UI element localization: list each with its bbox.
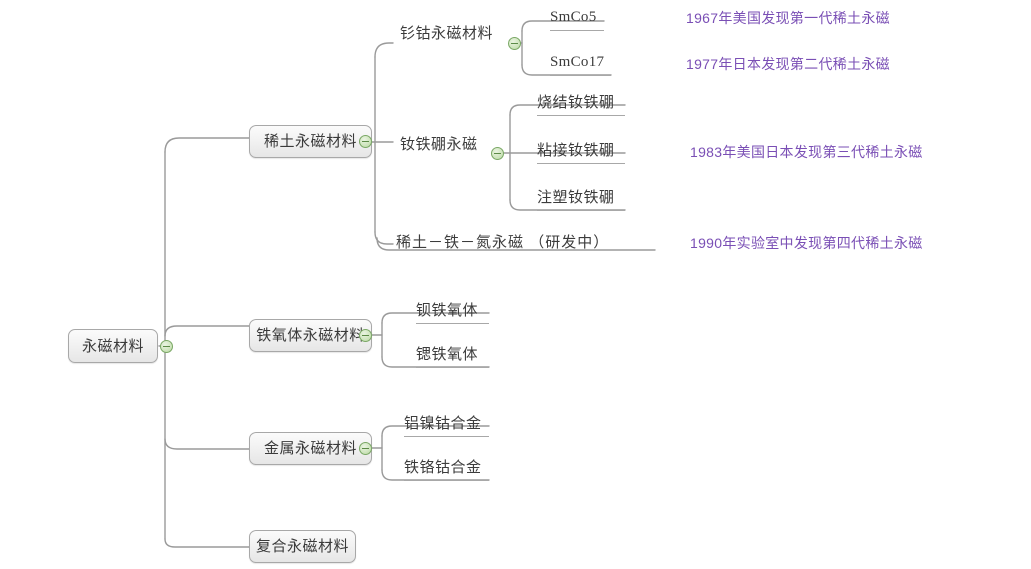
leaf-injection-ndfeb[interactable]: 注塑钕铁硼 bbox=[537, 189, 625, 211]
note-third-generation: 1983年美国日本发现第三代稀土永磁 bbox=[690, 144, 923, 160]
leaf-barium-ferrite[interactable]: 钡铁氧体 bbox=[416, 302, 489, 324]
leaf-barium-ferrite-label: 钡铁氧体 bbox=[416, 302, 479, 319]
subbranch-refen-status: （研发中） bbox=[529, 234, 610, 251]
subbranch-ndfeb-label: 钕铁硼永磁 bbox=[400, 136, 478, 153]
leaf-sintered-ndfeb[interactable]: 烧结钕铁硼 bbox=[537, 94, 625, 116]
leaf-sintered-ndfeb-label: 烧结钕铁硼 bbox=[537, 94, 615, 111]
leaf-strontium-ferrite[interactable]: 锶铁氧体 bbox=[416, 346, 489, 368]
note-fourth-generation: 1990年实验室中发现第四代稀土永磁 bbox=[690, 235, 923, 251]
branch-rare-earth-label: 稀土永磁材料 bbox=[263, 133, 357, 150]
leaf-bonded-ndfeb-label: 粘接钕铁硼 bbox=[537, 142, 615, 159]
branch-rare-earth-toggle[interactable] bbox=[359, 135, 372, 148]
root-collapse-toggle[interactable] bbox=[160, 340, 173, 353]
branch-composite-label: 复合永磁材料 bbox=[255, 538, 349, 555]
note-first-generation: 1967年美国发现第一代稀土永磁 bbox=[686, 10, 890, 26]
branch-ferrite-toggle[interactable] bbox=[359, 329, 372, 342]
leaf-smco17[interactable]: SmCo17 bbox=[550, 54, 611, 76]
leaf-smco17-label: SmCo17 bbox=[550, 54, 605, 70]
leaf-strontium-ferrite-label: 锶铁氧体 bbox=[416, 346, 479, 363]
branch-metal-label: 金属永磁材料 bbox=[263, 440, 357, 457]
root-node-label: 永磁材料 bbox=[81, 337, 144, 355]
note-second-generation: 1977年日本发现第二代稀土永磁 bbox=[686, 56, 890, 72]
branch-composite[interactable]: 复合永磁材料 bbox=[249, 530, 356, 563]
branch-ferrite[interactable]: 铁氧体永磁材料 bbox=[249, 319, 372, 352]
subbranch-ndfeb-toggle[interactable] bbox=[491, 147, 504, 160]
subbranch-smco-toggle[interactable] bbox=[508, 37, 521, 50]
subbranch-refen[interactable]: 稀土－铁－氮永磁 （研发中） bbox=[396, 235, 609, 250]
leaf-smco5-label: SmCo5 bbox=[550, 9, 597, 25]
subbranch-refen-label: 稀土－铁－氮永磁 bbox=[396, 234, 525, 251]
subbranch-smco-label: 钐钴永磁材料 bbox=[400, 25, 494, 42]
branch-ferrite-label: 铁氧体永磁材料 bbox=[256, 327, 365, 344]
leaf-fecrco-label: 铁铬钴合金 bbox=[404, 459, 482, 476]
branch-metal[interactable]: 金属永磁材料 bbox=[249, 432, 372, 465]
leaf-bonded-ndfeb[interactable]: 粘接钕铁硼 bbox=[537, 142, 625, 164]
branch-rare-earth[interactable]: 稀土永磁材料 bbox=[249, 125, 372, 158]
branch-metal-toggle[interactable] bbox=[359, 442, 372, 455]
leaf-smco5[interactable]: SmCo5 bbox=[550, 9, 604, 31]
leaf-injection-ndfeb-label: 注塑钕铁硼 bbox=[537, 189, 615, 206]
leaf-alnico[interactable]: 铝镍钴合金 bbox=[404, 415, 489, 437]
root-node[interactable]: 永磁材料 bbox=[68, 329, 158, 363]
leaf-alnico-label: 铝镍钴合金 bbox=[404, 415, 482, 432]
leaf-fecrco[interactable]: 铁铬钴合金 bbox=[404, 459, 489, 481]
